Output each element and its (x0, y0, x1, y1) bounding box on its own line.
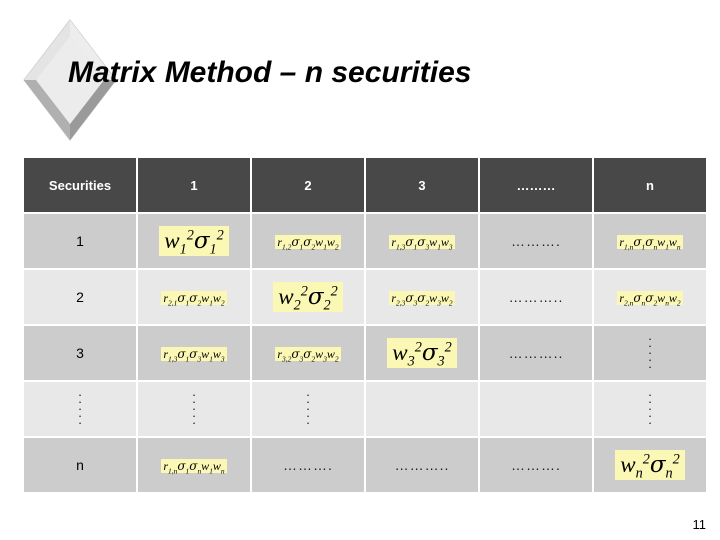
slide-title-area: Matrix Method – n securities (0, 0, 720, 150)
formula-r23: r2,3σ3σ2w3w2 (389, 290, 455, 308)
header-cell-securities: Securities (24, 158, 136, 212)
formula-w1sq-sigma1sq: w12σ12 (159, 225, 229, 257)
cell-3-3: w32σ32 (366, 326, 478, 380)
cell-1-ellipsis: ………. (480, 214, 592, 268)
vertical-ellipsis: ..... (192, 383, 196, 427)
table-row: n r1,nσ1σnw1wn ………. ……….. ………. wn2σn2 (24, 438, 706, 492)
cell-3-n: ..... (594, 326, 706, 380)
cell-2-2: w22σ22 (252, 270, 364, 324)
formula-r1n-dup: r1,nσ1σnw1wn (161, 458, 227, 476)
horizontal-ellipsis: ……….. (394, 457, 450, 473)
horizontal-ellipsis: ………. (511, 457, 561, 473)
formula-r32: r3,2σ3σ2w3w2 (275, 346, 341, 364)
header-cell-3: 3 (366, 158, 478, 212)
cell-dots-3 (366, 382, 478, 436)
cell-1-n: r1,nσ1σnw1wn (594, 214, 706, 268)
vertical-ellipsis: ..... (306, 383, 310, 427)
cell-n-1: r1,nσ1σnw1wn (138, 438, 250, 492)
formula-w2sq-sigma2sq: w22σ22 (273, 281, 343, 313)
horizontal-ellipsis: ……….. (508, 289, 564, 305)
row-label-ellipsis: ..... (24, 382, 136, 436)
cell-n-2: ………. (252, 438, 364, 492)
formula-r13: r1,3σ1σ3w1w3 (389, 234, 455, 252)
formula-r21: r2,1σ1σ2w1w2 (161, 290, 227, 308)
table-row: 2 r2,1σ1σ2w1w2 w22σ22 r2,3σ3σ2w3w2 ………..… (24, 270, 706, 324)
cell-n-ellipsis: ………. (480, 438, 592, 492)
cell-dots-2: ..... (252, 382, 364, 436)
horizontal-ellipsis: ……….. (508, 345, 564, 361)
vertical-ellipsis: ..... (648, 383, 652, 427)
cell-dots-1: ..... (138, 382, 250, 436)
formula-r13-dup: r1,3σ1σ3w1w3 (161, 346, 227, 364)
cell-dots-ellipsis (480, 382, 592, 436)
formula-r12: r1,2σ1σ2w1w2 (275, 234, 341, 252)
row-label-1: 1 (24, 214, 136, 268)
cell-n-3: ……….. (366, 438, 478, 492)
page-number: 11 (692, 517, 707, 532)
formula-wnsq-sigmansq: wn2σn2 (615, 449, 685, 481)
header-cell-2: 2 (252, 158, 364, 212)
cell-3-2: r3,2σ3σ2w3w2 (252, 326, 364, 380)
cell-2-3: r2,3σ3σ2w3w2 (366, 270, 478, 324)
cell-2-1: r2,1σ1σ2w1w2 (138, 270, 250, 324)
header-cell-ellipsis: ……… (480, 158, 592, 212)
row-label-2: 2 (24, 270, 136, 324)
cell-3-1: r1,3σ1σ3w1w3 (138, 326, 250, 380)
formula-w3sq-sigma3sq: w32σ32 (387, 337, 457, 369)
cell-1-3: r1,3σ1σ3w1w3 (366, 214, 478, 268)
header-cell-1: 1 (138, 158, 250, 212)
cell-1-2: r1,2σ1σ2w1w2 (252, 214, 364, 268)
page-title: Matrix Method – n securities (68, 56, 472, 89)
diamond-bullet-icon (23, 19, 117, 141)
table-row: 1 w12σ12 r1,2σ1σ2w1w2 r1,3σ1σ3w1w3 ………. … (24, 214, 706, 268)
cell-n-n: wn2σn2 (594, 438, 706, 492)
table-row: ..... ..... ..... ..... (24, 382, 706, 436)
cell-1-1: w12σ12 (138, 214, 250, 268)
cell-2-ellipsis: ……….. (480, 270, 592, 324)
vertical-ellipsis: ..... (78, 383, 82, 427)
row-label-n: n (24, 438, 136, 492)
cell-dots-n: ..... (594, 382, 706, 436)
table-row: 3 r1,3σ1σ3w1w3 r3,2σ3σ2w3w2 w32σ32 ………..… (24, 326, 706, 380)
formula-r2n: r2,nσnσ2wnw2 (617, 290, 683, 308)
cell-3-ellipsis: ……….. (480, 326, 592, 380)
covariance-matrix-table: Securities 1 2 3 ……… n 1 w12σ12 r1,2σ1σ2… (22, 156, 708, 494)
row-label-3: 3 (24, 326, 136, 380)
header-cell-n: n (594, 158, 706, 212)
formula-r1n: r1,nσ1σnw1wn (617, 234, 683, 252)
vertical-ellipsis: ..... (648, 327, 652, 371)
horizontal-ellipsis: ………. (511, 233, 561, 249)
cell-2-n: r2,nσnσ2wnw2 (594, 270, 706, 324)
table-header-row: Securities 1 2 3 ……… n (24, 158, 706, 212)
horizontal-ellipsis: ………. (283, 457, 333, 473)
